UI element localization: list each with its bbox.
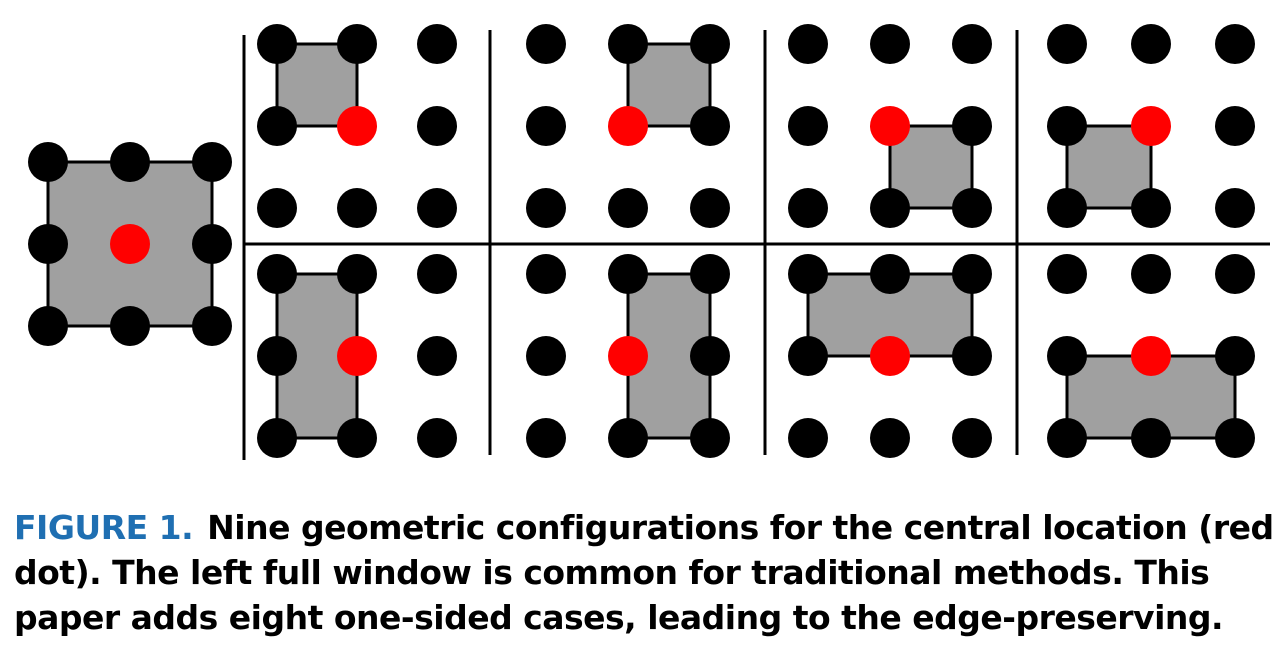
- grid-dot: [257, 336, 297, 376]
- grid-dot: [788, 254, 828, 294]
- center-dot: [110, 224, 150, 264]
- grid-dot: [257, 418, 297, 458]
- grid-dot: [1047, 336, 1087, 376]
- grid-dot: [690, 254, 730, 294]
- one-sided-case: [257, 254, 457, 458]
- grid-dot: [526, 188, 566, 228]
- grid-dot: [690, 336, 730, 376]
- grid-dot: [952, 106, 992, 146]
- grid-dot: [28, 224, 68, 264]
- figure-diagram: [28, 24, 1270, 460]
- center-dot: [608, 336, 648, 376]
- grid-dot: [192, 224, 232, 264]
- grid-dot: [870, 254, 910, 294]
- grid-dot: [1215, 106, 1255, 146]
- grid-dot: [337, 188, 377, 228]
- grid-dot: [417, 106, 457, 146]
- grid-dot: [608, 418, 648, 458]
- grid-dot: [417, 254, 457, 294]
- grid-dot: [608, 188, 648, 228]
- grid-dot: [788, 418, 828, 458]
- full-window-case: [28, 142, 232, 346]
- one-sided-case: [788, 254, 992, 458]
- grid-dot: [1215, 24, 1255, 64]
- grid-dot: [526, 336, 566, 376]
- center-dot: [870, 336, 910, 376]
- grid-dot: [952, 336, 992, 376]
- grid-dot: [257, 254, 297, 294]
- grid-dot: [526, 418, 566, 458]
- grid-dot: [1131, 24, 1171, 64]
- grid-dot: [1215, 336, 1255, 376]
- grid-dot: [526, 106, 566, 146]
- grid-dot: [788, 24, 828, 64]
- grid-dot: [1047, 24, 1087, 64]
- caption-text: Nine geometric configurations for the ce…: [14, 508, 1274, 637]
- grid-dot: [690, 188, 730, 228]
- center-dot: [608, 106, 648, 146]
- figure-label: FIGURE 1.: [14, 508, 194, 547]
- center-dot: [337, 106, 377, 146]
- grid-dot: [110, 306, 150, 346]
- one-sided-case: [526, 24, 730, 228]
- center-dot: [1131, 106, 1171, 146]
- grid-dot: [788, 188, 828, 228]
- grid-dot: [1215, 418, 1255, 458]
- grid-dot: [870, 418, 910, 458]
- grid-dot: [788, 336, 828, 376]
- grid-dot: [257, 106, 297, 146]
- grid-dot: [192, 306, 232, 346]
- grid-dot: [1131, 188, 1171, 228]
- grid-dot: [257, 24, 297, 64]
- grid-dot: [526, 24, 566, 64]
- grid-dot: [417, 418, 457, 458]
- grid-dot: [608, 24, 648, 64]
- grid-dot: [870, 24, 910, 64]
- grid-dot: [952, 24, 992, 64]
- grid-dot: [690, 106, 730, 146]
- center-dot: [337, 336, 377, 376]
- grid-dot: [192, 142, 232, 182]
- one-sided-case: [788, 24, 992, 228]
- grid-dot: [417, 24, 457, 64]
- grid-dot: [1047, 418, 1087, 458]
- grid-dot: [1215, 188, 1255, 228]
- center-dot: [1131, 336, 1171, 376]
- grid-dot: [28, 306, 68, 346]
- grid-dot: [1215, 254, 1255, 294]
- grid-dot: [608, 254, 648, 294]
- one-sided-case: [257, 24, 457, 228]
- grid-dot: [28, 142, 68, 182]
- center-dot: [870, 106, 910, 146]
- grid-dot: [952, 188, 992, 228]
- grid-dot: [870, 188, 910, 228]
- grid-dot: [337, 418, 377, 458]
- grid-dot: [417, 188, 457, 228]
- grid-dot: [337, 24, 377, 64]
- grid-dot: [526, 254, 566, 294]
- grid-dot: [952, 418, 992, 458]
- figure-caption: FIGURE 1.Nine geometric configurations f…: [14, 505, 1274, 640]
- grid-dot: [1047, 106, 1087, 146]
- grid-dot: [337, 254, 377, 294]
- grid-dot: [1131, 418, 1171, 458]
- grid-dot: [1131, 254, 1171, 294]
- grid-dot: [690, 418, 730, 458]
- one-sided-case: [1047, 254, 1255, 458]
- grid-dot: [788, 106, 828, 146]
- grid-dot: [1047, 254, 1087, 294]
- grid-dot: [417, 336, 457, 376]
- grid-dot: [952, 254, 992, 294]
- grid-dot: [690, 24, 730, 64]
- one-sided-case: [526, 254, 730, 458]
- grid-dot: [1047, 188, 1087, 228]
- grid-dot: [257, 188, 297, 228]
- one-sided-case: [1047, 24, 1255, 228]
- grid-dot: [110, 142, 150, 182]
